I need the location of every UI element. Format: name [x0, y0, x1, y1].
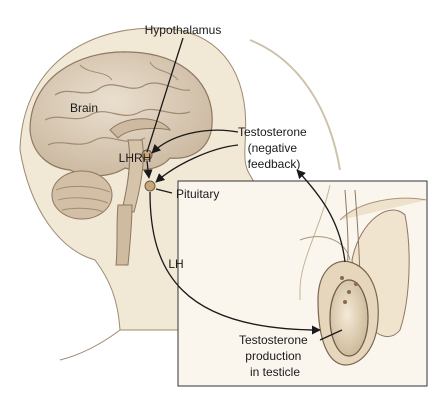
- label-testosterone-production-line3: in testicle: [250, 365, 300, 379]
- label-testosterone-feedback-line1: Testosterone: [238, 125, 307, 139]
- label-pituitary: Pituitary: [176, 187, 219, 201]
- label-testosterone-feedback: Testosterone (negative feedback): [238, 125, 310, 171]
- label-testosterone-feedback-line3: feedback): [248, 157, 301, 171]
- hormone-dot: [354, 282, 358, 286]
- label-testosterone-feedback-line2: (negative: [248, 141, 298, 155]
- hormone-dot: [340, 276, 344, 280]
- label-lhrh: LHRH: [119, 151, 152, 165]
- label-brain: Brain: [70, 101, 98, 115]
- pituitary-gland: [145, 181, 155, 191]
- label-hypothalamus: Hypothalamus: [145, 23, 222, 37]
- hormone-dot: [347, 290, 351, 294]
- label-lh: LH: [168, 257, 183, 271]
- label-testosterone-production-line2: production: [245, 349, 301, 363]
- hormone-dot: [343, 300, 347, 304]
- label-testosterone-production-line1: Testosterone: [239, 333, 308, 347]
